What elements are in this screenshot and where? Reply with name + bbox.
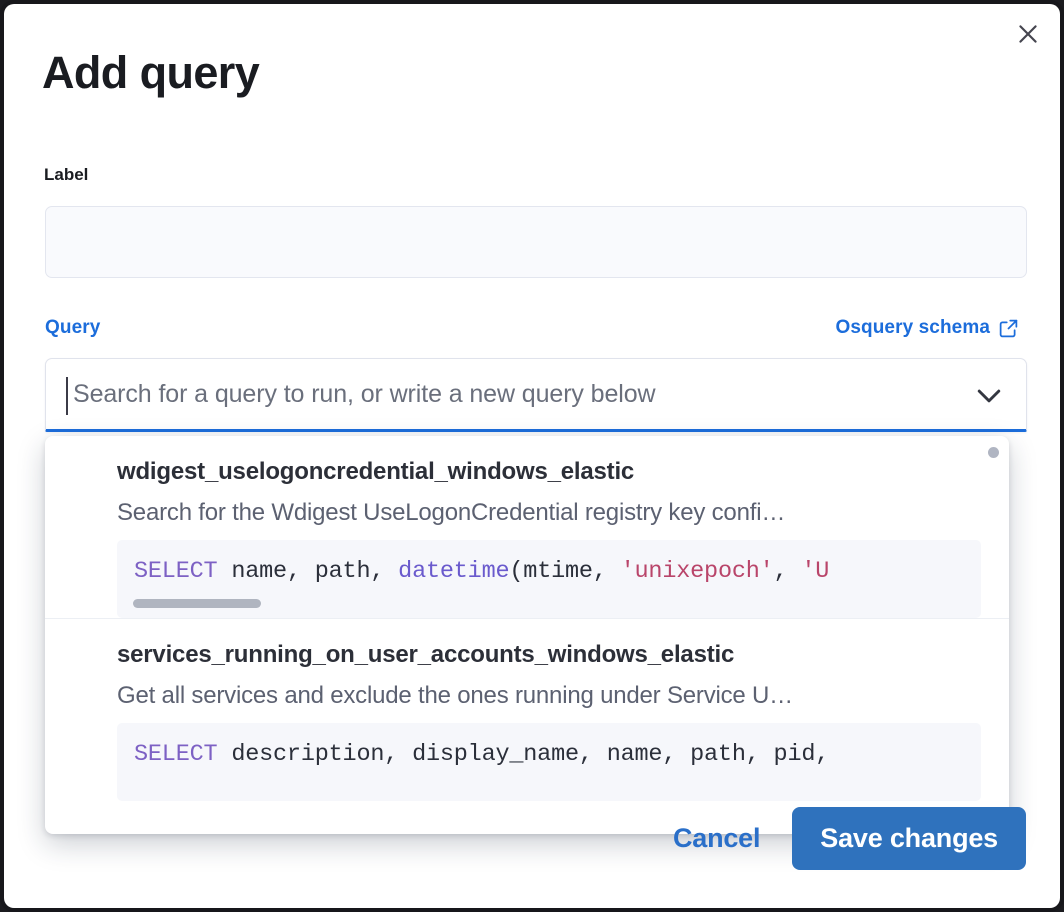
option-code-preview[interactable]: SELECT name, path, datetime(mtime, 'unix… <box>117 540 981 618</box>
query-combobox[interactable]: Search for a query to run, or write a ne… <box>45 358 1027 432</box>
close-icon <box>1015 21 1041 47</box>
option-title: wdigest_uselogoncredential_windows_elast… <box>117 458 635 485</box>
option-code-text: SELECT name, path, datetime(mtime, 'unix… <box>134 558 830 585</box>
list-item[interactable]: services_running_on_user_accounts_window… <box>45 618 1009 801</box>
page-title: Add query <box>42 47 260 98</box>
close-button[interactable] <box>1010 16 1046 52</box>
option-description: Get all services and exclude the ones ru… <box>117 682 793 709</box>
option-code-text: SELECT description, display_name, name, … <box>134 741 830 768</box>
list-item[interactable]: wdigest_uselogoncredential_windows_elast… <box>45 436 1009 618</box>
add-query-modal: Add query Label Query Osquery schema Sea… <box>4 4 1060 908</box>
chevron-down-icon[interactable] <box>974 385 1004 412</box>
option-code-preview[interactable]: SELECT description, display_name, name, … <box>117 723 981 801</box>
cancel-button[interactable]: Cancel <box>663 817 770 860</box>
option-title: services_running_on_user_accounts_window… <box>117 641 735 668</box>
modal-footer: Cancel Save changes <box>663 807 1026 870</box>
query-combobox-placeholder: Search for a query to run, or write a ne… <box>73 380 656 408</box>
label-input[interactable] <box>45 206 1027 278</box>
query-section-label: Query <box>45 317 101 338</box>
external-link-icon <box>998 318 1019 339</box>
osquery-schema-link[interactable]: Osquery schema <box>835 317 1019 339</box>
dropdown-scrollbar[interactable] <box>988 447 999 458</box>
option-description: Search for the Wdigest UseLogonCredentia… <box>117 499 786 526</box>
text-caret <box>66 377 68 415</box>
query-suggestions-dropdown[interactable]: wdigest_uselogoncredential_windows_elast… <box>45 436 1009 834</box>
osquery-schema-link-label: Osquery schema <box>835 317 990 338</box>
code-horizontal-scrollbar[interactable] <box>133 599 261 608</box>
save-changes-button[interactable]: Save changes <box>792 807 1026 870</box>
label-field-label: Label <box>44 165 89 184</box>
